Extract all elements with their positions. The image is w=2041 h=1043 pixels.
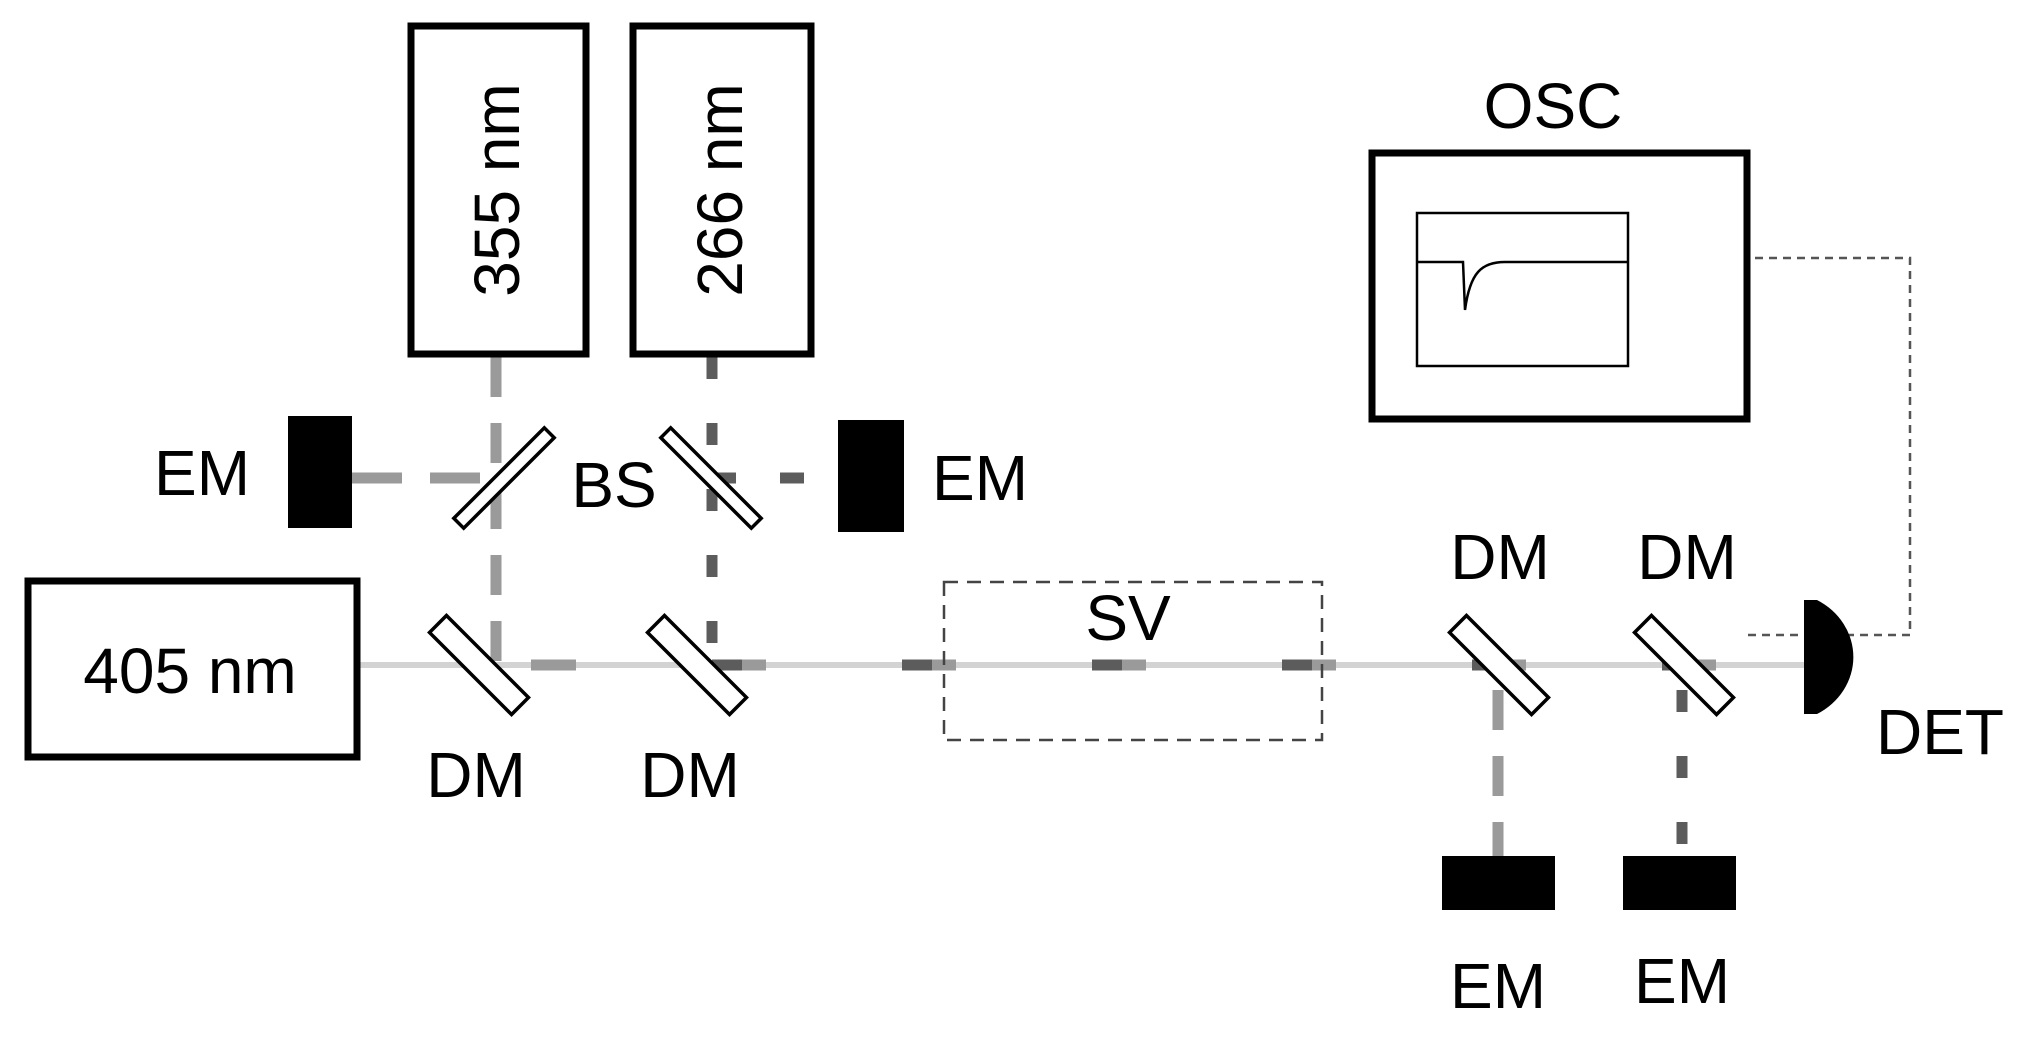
oscilloscope: OSC: [1368, 70, 1751, 423]
dm-label-2: DM: [640, 739, 740, 811]
laser-405nm: 405 nm: [24, 577, 361, 761]
dm-label-4: DM: [1637, 521, 1737, 593]
energy-meter-355: [288, 416, 352, 528]
laser-355nm: 355 nm: [407, 22, 590, 358]
sample-volume: [942, 580, 1324, 742]
dm-label-3: DM: [1450, 521, 1550, 593]
energy-meter-transmitted-266: [1623, 856, 1736, 910]
laser-355nm-label: 355 nm: [461, 83, 533, 296]
osc-trace: [1417, 260, 1628, 311]
signal-cable: [1748, 256, 1912, 637]
bs-label: BS: [571, 449, 656, 521]
sv-label: SV: [1085, 582, 1171, 654]
dm-label-1: DM: [426, 739, 526, 811]
beam-355nm: [352, 357, 1768, 858]
beam-splitter-355: [451, 425, 557, 531]
detector: [1804, 600, 1854, 714]
dichroic-mirror-3: [1447, 613, 1551, 717]
em-label-transmitted-266: EM: [1634, 945, 1730, 1017]
em-label-transmitted-355: EM: [1450, 950, 1546, 1022]
em-label-266: EM: [932, 442, 1028, 514]
laser-266nm-label: 266 nm: [684, 83, 756, 296]
dichroic-mirror-4: [1632, 613, 1736, 717]
osc-label: OSC: [1484, 70, 1623, 142]
dichroic-mirror-1: [427, 613, 531, 717]
em-label-355: EM: [154, 437, 250, 509]
laser-266nm: 266 nm: [629, 22, 815, 358]
osc-screen: [1415, 211, 1630, 368]
beam-splitter-266: [658, 425, 764, 531]
beam-266nm: [706, 357, 1690, 858]
dichroic-mirror-2: [645, 613, 749, 717]
laser-405nm-label: 405 nm: [83, 635, 296, 707]
energy-meter-transmitted-355: [1442, 856, 1555, 910]
det-label: DET: [1876, 696, 2004, 768]
energy-meter-266: [838, 420, 904, 532]
